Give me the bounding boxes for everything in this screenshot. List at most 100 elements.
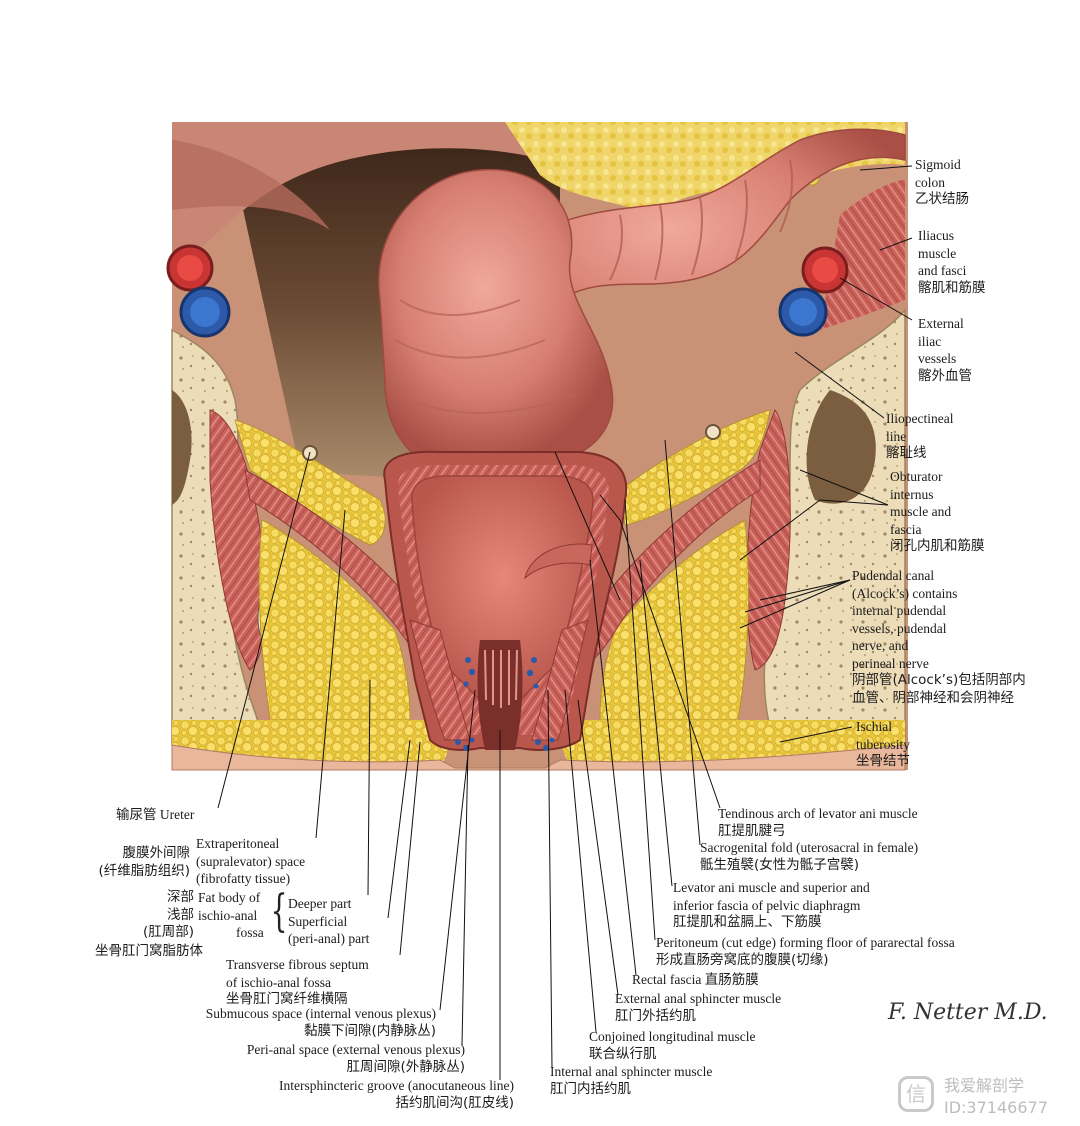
label-line: inferior fascia of pelvic diaphragm	[673, 897, 861, 913]
label-line: Iliacus	[918, 228, 954, 243]
right-external-iliac-artery-lumen	[812, 257, 838, 283]
label-line: Sacrogenital fold (uterosacral in female…	[700, 840, 919, 855]
label-pudendal-canal: Pudendal canal (Alcock’s) contains inter…	[852, 567, 1026, 707]
label-line: vessels	[918, 351, 957, 366]
left-obturator-internus	[209, 409, 267, 671]
upper-peritoneum	[172, 122, 560, 260]
label-external-anal-sphincter: External anal sphincter muscle 肛门外括约肌	[615, 990, 781, 1025]
right-ureter	[705, 424, 721, 440]
right-ischioanal-fat	[599, 519, 749, 721]
label-line: (Alcock’s) contains	[852, 585, 958, 601]
label-line: Ischial	[856, 719, 892, 734]
label-line: Rectal fascia	[632, 972, 702, 987]
perineal-skin	[171, 744, 906, 771]
label-zh: 肛周间隙(外静脉丛)	[346, 1058, 465, 1075]
label-line: Fat body of	[198, 890, 261, 905]
label-extraperitoneal-zh: 腹膜外间隙 (纤维脂肪组织)	[78, 845, 190, 880]
label-line: Submucous space (internal venous plexus)	[205, 1006, 436, 1021]
label-conjoined-longitudinal: Conjoined longitudinal muscle 联合纵行肌	[589, 1028, 755, 1063]
label-line: (supralevator) space	[196, 853, 306, 869]
left-external-iliac-artery-lumen	[177, 255, 203, 281]
label-zh: (纤维脂肪组织)	[98, 862, 190, 879]
label-fat-body-zh: 深部 浅部 (肛周部)	[110, 889, 194, 942]
label-rectal-fascia: Rectal fascia 直肠筋膜	[632, 971, 759, 990]
label-zh: 阴部管(Alcock’s)包括阴部内	[852, 672, 1026, 688]
label-zh: 血管、阴部神经和会阴神经	[852, 689, 1014, 706]
label-line: Levator ani muscle and superior and	[673, 880, 870, 895]
label-iliopectineal-line: Iliopectineal line 髂耻线	[886, 410, 953, 463]
label-fat-body: Fat body of ischio-anal fossa	[198, 889, 264, 942]
label-line: (fibrofatty tissue)	[196, 871, 291, 886]
label-zh: 肛提肌和盆膈上、下筋膜	[673, 914, 822, 930]
left-bone-notch	[172, 390, 192, 505]
label-sigmoid-colon: Sigmoid colon 乙状结肠	[915, 156, 969, 209]
label-zh: 肛门内括约肌	[550, 1080, 631, 1097]
label-zh: 髂耻线	[886, 445, 927, 461]
label-intersphincteric-groove: Intersphincteric groove (anocutaneous li…	[160, 1077, 514, 1112]
label-extraperitoneal: Extraperitoneal (supralevator) space (fi…	[196, 835, 305, 888]
label-line: of ischio-anal fossa	[226, 974, 331, 990]
label-line: perineal nerve	[852, 655, 929, 671]
label-levator-ani: Levator ani muscle and superior and infe…	[673, 879, 870, 932]
label-tendinous-arch: Tendinous arch of levator ani muscle 肛提肌…	[718, 805, 918, 840]
leader-lines	[217, 165, 913, 1080]
label-sacrogenital-fold: Sacrogenital fold (uterosacral in female…	[700, 839, 918, 874]
label-zh: 肛门外括约肌	[615, 1007, 696, 1024]
brace-icon: {	[270, 886, 288, 937]
label-transverse-septum: Transverse fibrous septum of ischio-anal…	[226, 956, 369, 1009]
label-line: Deeper part	[288, 896, 352, 911]
label-iliacus: Iliacus muscle and fasci 髂肌和筋膜	[918, 227, 986, 297]
label-fat-body-parts: Deeper part Superficial (peri-anal) part	[288, 895, 369, 948]
left-external-iliac-vein-lumen	[190, 297, 220, 327]
internal-venous-plexus	[463, 657, 539, 689]
label-zh: 浅部	[167, 906, 194, 923]
label-ischial-tuberosity: Ischial tuberosity 坐骨结节	[856, 718, 910, 771]
label-zh: 坐骨肛门窝脂肪体	[95, 943, 203, 959]
label-zh: 腹膜外间隙	[122, 845, 191, 861]
label-zh: 括约肌间沟(肛皮线)	[395, 1094, 514, 1111]
right-bone-notch	[806, 390, 876, 504]
label-peritoneum-cut-edge: Peritoneum (cut edge) forming floor of p…	[656, 934, 955, 969]
label-line: Conjoined longitudinal muscle	[589, 1029, 756, 1044]
label-line: internal pudendal	[852, 603, 947, 618]
label-zh: 坐骨肛门窝纤维横隔	[226, 991, 348, 1007]
label-zh: (肛周部)	[142, 924, 194, 940]
label-line: fascia	[890, 521, 922, 537]
label-zh: 闭孔内肌和筋膜	[890, 538, 985, 554]
label-line: External	[918, 316, 964, 331]
label-zh: 髂外血管	[918, 367, 972, 384]
artist-signature: F. Netter M.D.	[888, 1000, 1048, 1025]
label-line: muscle and	[890, 504, 952, 519]
label-zh: 深部	[167, 889, 194, 905]
right-supralevator-fat	[619, 409, 771, 526]
label-zh: 乙状结肠	[915, 191, 969, 207]
watermark-title: 我爱解剖学	[944, 1076, 1025, 1095]
label-zh: 肛提肌腱弓	[718, 822, 786, 839]
label-line: line	[886, 428, 907, 444]
label-zh: 直肠筋膜	[704, 972, 759, 988]
label-line: ischio-anal	[198, 907, 258, 923]
right-external-iliac-vein-lumen	[789, 298, 817, 326]
rectum-folds	[394, 299, 576, 414]
watermark-logo-icon: 信	[898, 1076, 934, 1112]
label-line: Internal anal sphincter muscle	[550, 1064, 713, 1079]
label-line: (peri-anal) part	[288, 931, 370, 946]
label-line: External anal sphincter muscle	[615, 991, 782, 1006]
label-line: vessels, pudendal	[852, 620, 947, 636]
label-line: Sigmoid	[915, 157, 961, 172]
label-obturator-internus: Obturator internus muscle and fascia 闭孔内…	[890, 468, 985, 556]
label-line: muscle	[918, 245, 957, 261]
label-zh: 黏膜下间隙(内静脉丛)	[303, 1022, 436, 1039]
label-zh: 输尿管	[116, 807, 157, 823]
label-line: nerve, and	[852, 638, 909, 653]
label-zh: 骶生殖襞(女性为骶子宫襞)	[700, 856, 860, 873]
label-line: tuberosity	[856, 736, 910, 752]
right-external-sphincter	[531, 619, 589, 741]
label-external-iliac-vessels: External iliac vessels 髂外血管	[918, 315, 972, 385]
label-line: and fasci	[918, 263, 967, 278]
label-line: iliac	[918, 333, 942, 349]
label-zh: 联合纵行肌	[589, 1045, 657, 1062]
anal-columns	[484, 649, 518, 708]
label-line: Pudendal canal	[852, 568, 935, 583]
